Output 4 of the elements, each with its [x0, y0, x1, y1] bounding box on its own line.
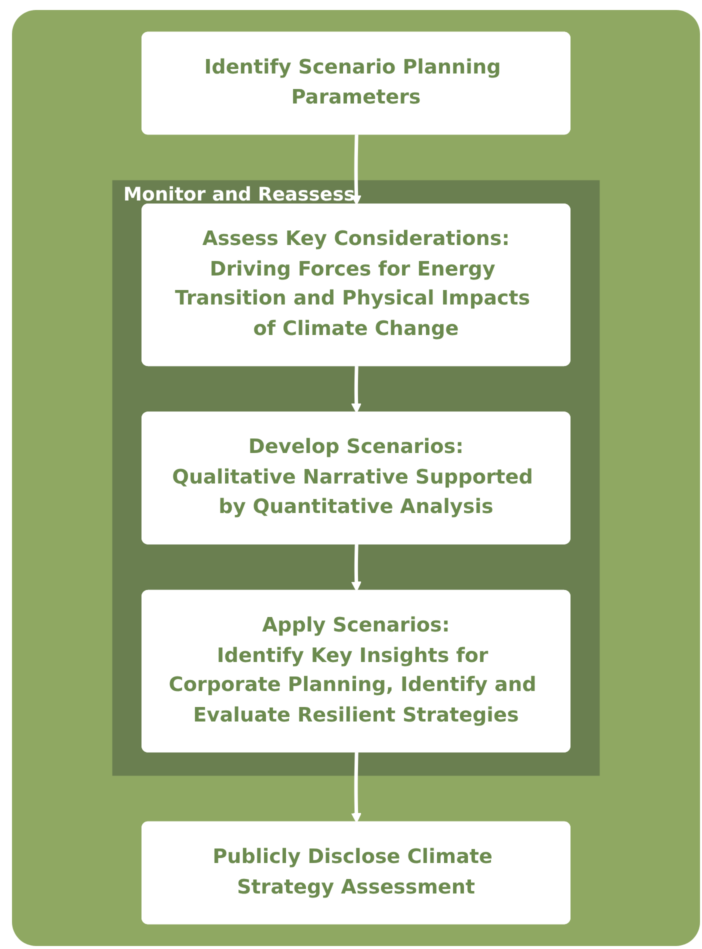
arrow [351, 366, 362, 414]
arrow [351, 752, 362, 823]
arrow [351, 544, 362, 592]
arrow [351, 134, 362, 206]
